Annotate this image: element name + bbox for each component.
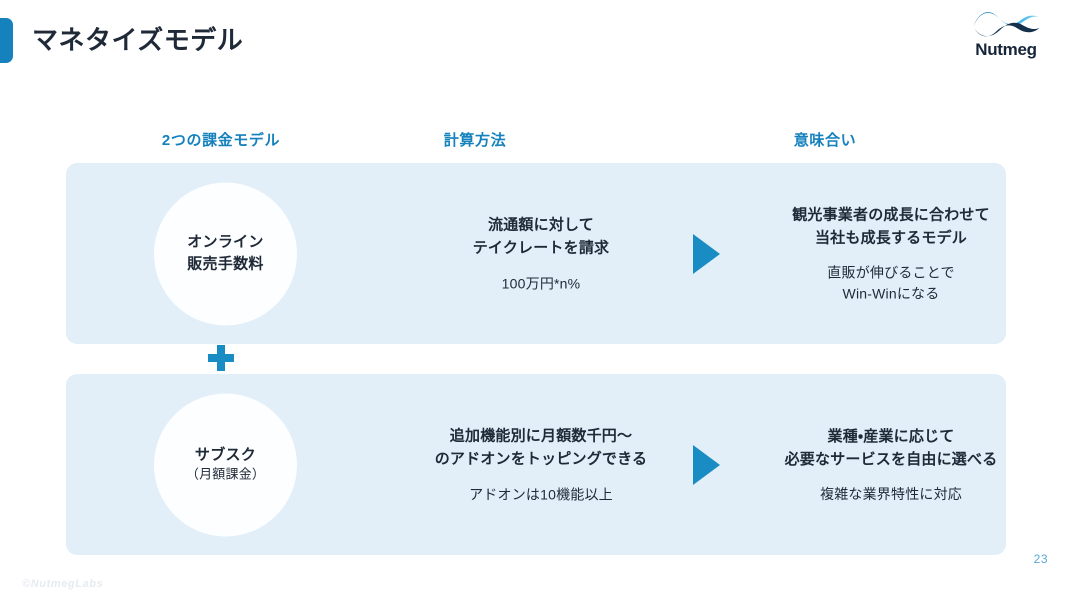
calculation-block: 流通額に対して テイクレートを請求 100万円*n%	[411, 213, 671, 295]
model-row-online-commission: オンライン 販売手数料 流通額に対して テイクレートを請求 100万円*n% 観…	[66, 163, 1006, 344]
model-circle: サブスク （月額課金）	[154, 393, 297, 536]
logo-wordmark: Nutmeg	[975, 40, 1037, 59]
column-header-models: 2つの課金モデル	[161, 132, 281, 149]
plus-icon	[208, 345, 234, 371]
calculation-line2: テイクレートを請求	[472, 239, 610, 256]
model-circle-title-line1: サブスク	[194, 446, 257, 464]
calculation-note: 100万円*n%	[501, 275, 581, 292]
model-circle: オンライン 販売手数料	[154, 182, 297, 325]
model-circle-subtitle: （月額課金）	[185, 466, 266, 482]
meaning-line2: 当社も成長するモデル	[814, 229, 967, 246]
right-arrow-icon	[693, 444, 720, 485]
calculation-line1: 追加機能別に月額数千円〜	[449, 426, 633, 444]
column-header-calculation: 計算方法	[443, 132, 507, 149]
nutmeg-wave-logo-icon	[973, 12, 1040, 37]
calculation-line1: 流通額に対して	[488, 215, 594, 233]
model-circle-title-line2: 販売手数料	[187, 255, 264, 273]
meaning-note-line1: 複雑な業界特性に対応	[820, 485, 962, 502]
right-arrow-icon	[693, 233, 720, 274]
calculation-note: アドオンは10機能以上	[469, 486, 613, 503]
meaning-line1: 観光事業者の成長に合わせて	[792, 205, 990, 223]
calculation-line2: のアドオンをトッピングできる	[434, 450, 648, 467]
meaning-block: 観光事業者の成長に合わせて 当社も成長するモデル 直販が伸びることで Win-W…	[756, 203, 1026, 305]
model-circle-title-line1: オンライン	[187, 233, 264, 251]
meaning-note-line2: Win-Winになる	[842, 285, 940, 302]
column-header-meaning: 意味合い	[793, 132, 857, 149]
title-accent-bar	[0, 18, 13, 63]
meaning-line2: 必要なサービスを自由に選べる	[784, 450, 998, 468]
page-title: マネタイズモデル	[32, 25, 244, 55]
copyright-notice: ©NutmegLabs	[22, 578, 104, 590]
page-number: 23	[1033, 552, 1048, 566]
calculation-block: 追加機能別に月額数千円〜 のアドオンをトッピングできる アドオンは10機能以上	[411, 424, 671, 506]
nutmeg-logo: Nutmeg	[958, 8, 1054, 66]
model-row-subscription: サブスク （月額課金） 追加機能別に月額数千円〜 のアドオンをトッピングできる …	[66, 374, 1006, 555]
meaning-line1: 業種・産業に応じて	[827, 427, 955, 445]
meaning-note-line1: 直販が伸びることで	[827, 264, 955, 281]
meaning-block: 業種・産業に応じて 必要なサービスを自由に選べる 複雑な業界特性に対応	[756, 424, 1026, 505]
